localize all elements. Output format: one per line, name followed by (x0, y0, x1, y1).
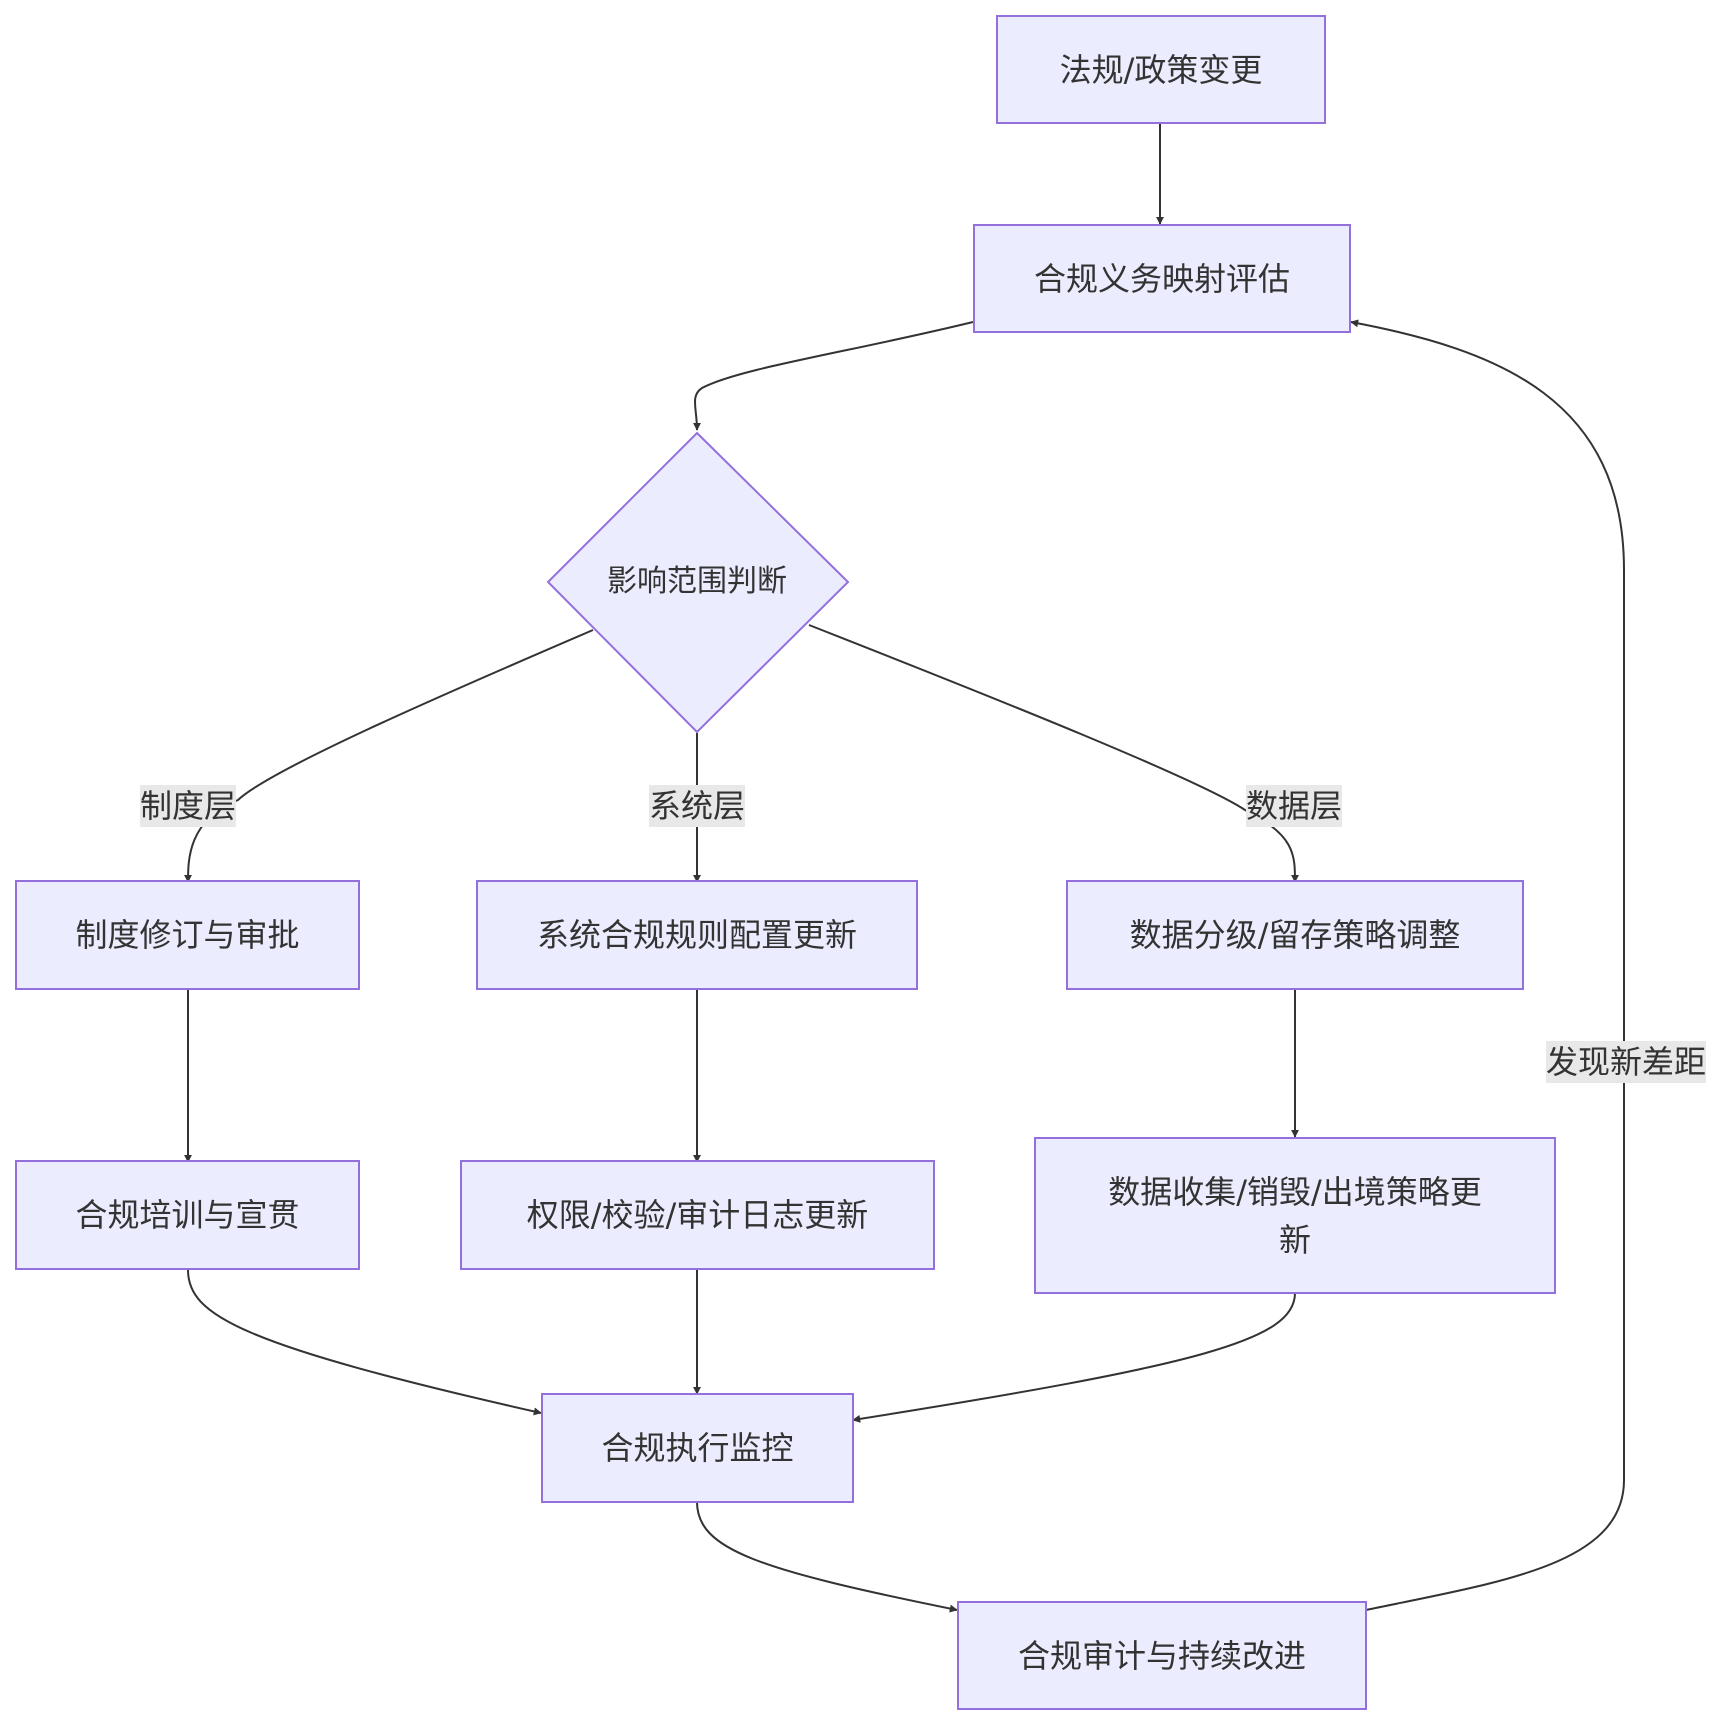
node-data-collection-label: 数据收集/销毁/出境策略更新 (1108, 1172, 1482, 1259)
node-obligation-mapping-label: 合规义务映射评估 (1033, 259, 1290, 298)
edge-monitoring-to-audit (696, 1501, 958, 1613)
edge-scope-to-data (808, 624, 1299, 883)
decision-diamond (546, 431, 850, 734)
edge-label-data-layer: 数据层 (1246, 785, 1343, 827)
node-regulation-change-label: 法规/政策变更 (1059, 50, 1263, 89)
node-data-classification-label: 数据分级/留存策略调整 (1129, 916, 1461, 954)
edge-collection-to-monitoring (852, 1292, 1296, 1423)
node-monitoring: 合规执行监控 (541, 1393, 854, 1503)
node-policy-revision-label: 制度修订与审批 (75, 916, 300, 954)
node-training: 合规培训与宣贯 (15, 1160, 360, 1270)
edge-training-to-monitoring (187, 1269, 542, 1416)
node-audit-improve-label: 合规审计与持续改进 (1017, 1636, 1306, 1675)
node-data-collection: 数据收集/销毁/出境策略更新 (1034, 1137, 1556, 1294)
edge-label-system-layer: 系统层 (649, 785, 746, 827)
edge-scope-to-policy (184, 629, 594, 883)
node-monitoring-label: 合规执行监控 (601, 1429, 794, 1467)
edge-label-policy-layer: 制度层 (140, 785, 237, 827)
node-regulation-change: 法规/政策变更 (996, 15, 1326, 124)
node-data-classification: 数据分级/留存策略调整 (1066, 880, 1524, 990)
node-impact-scope-label: 影响范围判断 (607, 564, 787, 599)
node-system-rules: 系统合规规则配置更新 (476, 880, 918, 990)
node-permission-logs-label: 权限/校验/审计日志更新 (526, 1196, 869, 1234)
edge-mapping-to-scope (692, 321, 974, 431)
edge-audit-to-mapping (1350, 319, 1625, 1611)
node-obligation-mapping: 合规义务映射评估 (973, 224, 1351, 333)
node-system-rules-label: 系统合规规则配置更新 (536, 916, 857, 954)
edge-label-new-gap: 发现新差距 (1546, 1041, 1707, 1083)
node-permission-logs: 权限/校验/审计日志更新 (460, 1160, 935, 1270)
node-training-label: 合规培训与宣贯 (75, 1196, 300, 1234)
node-policy-revision: 制度修订与审批 (15, 880, 360, 990)
node-audit-improve: 合规审计与持续改进 (957, 1601, 1367, 1710)
